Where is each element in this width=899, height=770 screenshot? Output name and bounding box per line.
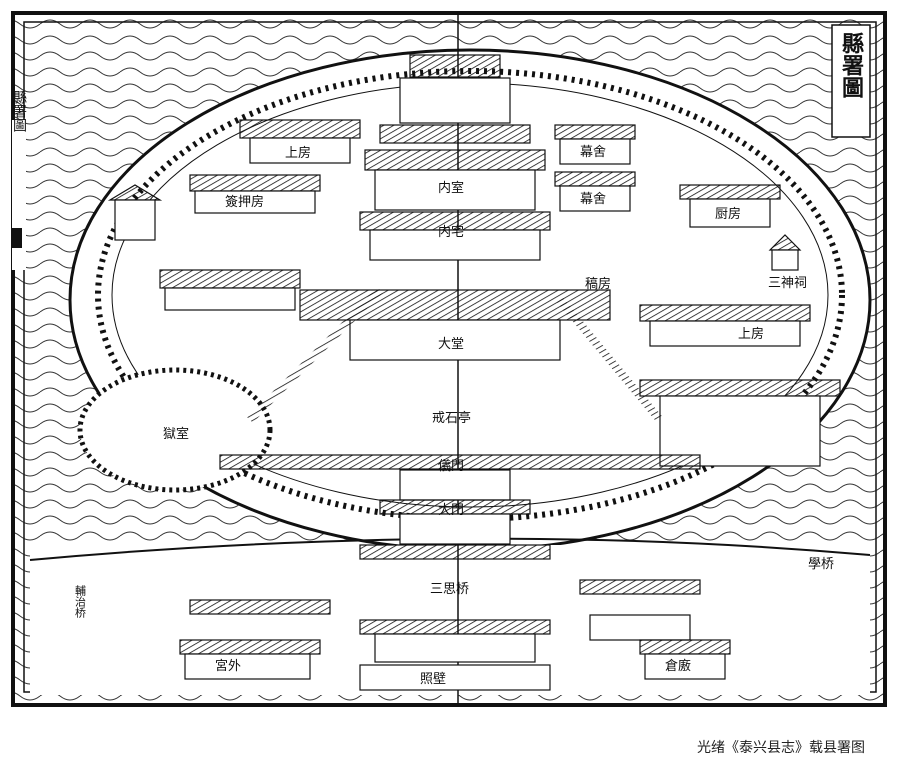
label-pavilion: 戒石亭 (432, 410, 471, 426)
label-ceremonial-gate: 儀門 (438, 459, 464, 474)
label-office-row-left: 簽押房 (225, 194, 264, 210)
label-kitchen: 厨房 (715, 206, 741, 222)
label-granary: 倉廒 (665, 658, 691, 674)
label-staff-quarters-1: 幕舍 (580, 145, 606, 160)
label-upper-room-right: 上房 (738, 326, 764, 342)
label-inner-chamber: 内室 (438, 180, 464, 196)
label-inner-residence: 内宅 (438, 224, 464, 240)
map-title: 縣署圖 (838, 32, 865, 98)
label-staff-quarters-2: 幕舍 (580, 192, 606, 207)
label-fuzhi-bridge: 輔治桥 (74, 585, 87, 619)
label-outer-office: 宮外 (215, 658, 241, 674)
label-prison: 獄室 (163, 426, 189, 442)
label-upper-room-left: 上房 (285, 145, 311, 161)
label-office-row-right: 稿房 (585, 276, 611, 292)
label-main-hall: 大堂 (438, 337, 464, 352)
label-school-bridge: 學桥 (808, 557, 834, 572)
county-office-map: 縣署圖 縣署圖 内室 内宅 大堂 戒石亭 儀門 大門 上房 簽押房 獄室 幕舍 … (11, 11, 887, 707)
image-caption: 光绪《泰兴县志》载县署图 (697, 740, 865, 756)
label-main-gate: 大門 (438, 503, 464, 518)
label-screen-wall: 照壁 (420, 672, 446, 687)
map-title-box (831, 24, 871, 138)
label-sansi-bridge: 三思桥 (430, 582, 469, 597)
side-title: 縣署圖 (11, 90, 27, 132)
buildings (107, 54, 841, 691)
label-shrine: 三神祠 (768, 276, 807, 291)
